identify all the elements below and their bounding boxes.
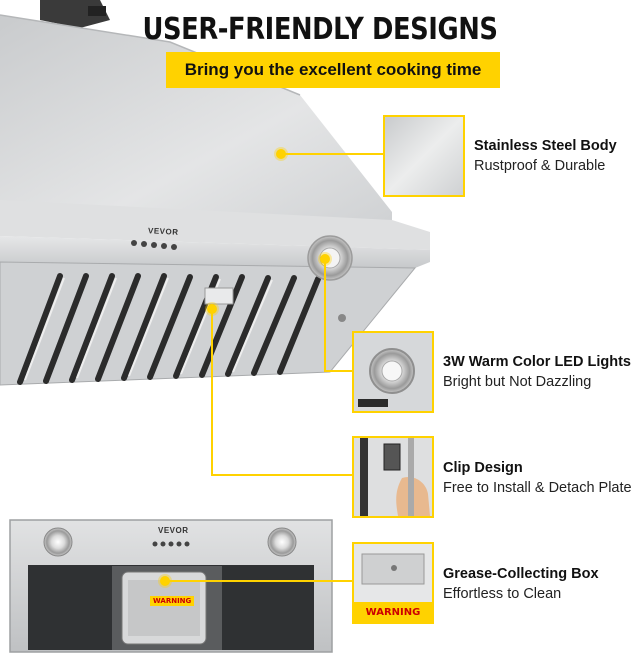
warning-label-thumbnail: WARNING	[354, 602, 432, 622]
feature-clip-design: Clip Design Free to Install & Detach Pla…	[443, 460, 632, 496]
page-title: USER-FRIENDLY DESIGNS	[142, 12, 498, 47]
feature-subtitle: Effortless to Clean	[443, 586, 562, 602]
grease-box-thumbnail: WARNING	[352, 542, 434, 624]
headline-banner: Bring you the excellent cooking time	[166, 52, 500, 88]
feature-subtitle: Rustproof & Durable	[474, 158, 606, 174]
brand-logo-box: VEVOR	[158, 526, 189, 535]
brand-logo-hood: VEVOR	[147, 226, 179, 237]
feature-title: 3W Warm Color LED Lights	[443, 354, 631, 370]
warning-label-box: WARNING	[150, 596, 195, 606]
feature-title: Clip Design	[443, 460, 523, 476]
feature-title: Grease-Collecting Box	[443, 566, 599, 582]
callout-dot-steel	[276, 149, 286, 159]
banner-text: Bring you the excellent cooking time	[184, 60, 482, 79]
callout-line-steel	[284, 153, 384, 155]
callout-dot-led	[320, 254, 330, 264]
callout-line-clip-h	[211, 474, 354, 476]
callout-line-grease	[168, 580, 354, 582]
callout-dot-clip	[207, 304, 217, 314]
clip-design-thumbnail	[352, 436, 434, 518]
clip-hand-icon	[354, 438, 432, 516]
callout-line-led-v	[324, 262, 326, 372]
led-lamp-icon	[354, 333, 432, 411]
feature-led-lights: 3W Warm Color LED Lights Bright but Not …	[443, 354, 631, 390]
stainless-steel-thumbnail	[383, 115, 465, 197]
callout-line-led-h	[324, 370, 354, 372]
grease-box-icon	[354, 544, 432, 602]
led-light-thumbnail	[352, 331, 434, 413]
feature-stainless-steel: Stainless Steel Body Rustproof & Durable	[474, 138, 617, 174]
feature-title: Stainless Steel Body	[474, 138, 617, 154]
callout-line-clip-v	[211, 312, 213, 476]
feature-subtitle: Free to Install & Detach Plate	[443, 480, 632, 496]
feature-subtitle: Bright but Not Dazzling	[443, 374, 592, 390]
callout-dot-grease	[160, 576, 170, 586]
feature-grease-box: Grease-Collecting Box Effortless to Clea…	[443, 566, 599, 602]
